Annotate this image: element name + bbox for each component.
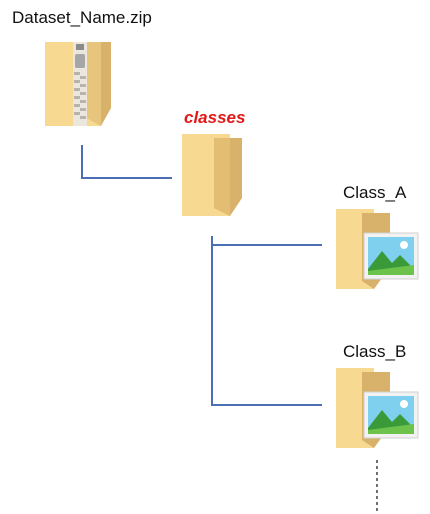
class-a-image-folder-icon[interactable] [334,207,420,291]
root-to-classes-connector [81,145,172,179]
zip-file-label: Dataset_Name.zip [12,8,152,27]
classes-folder-label: classes [184,108,246,127]
class-a-folder-label: Class_A [343,183,407,202]
classes-to-class-b-connector [211,245,322,406]
classes-to-class-a-connector [211,236,322,246]
zip-archive-icon[interactable] [43,38,113,128]
class-b-folder-label: Class_B [343,342,407,361]
class-b-image-folder-icon[interactable] [334,366,420,450]
classes-folder-icon[interactable] [180,132,246,218]
